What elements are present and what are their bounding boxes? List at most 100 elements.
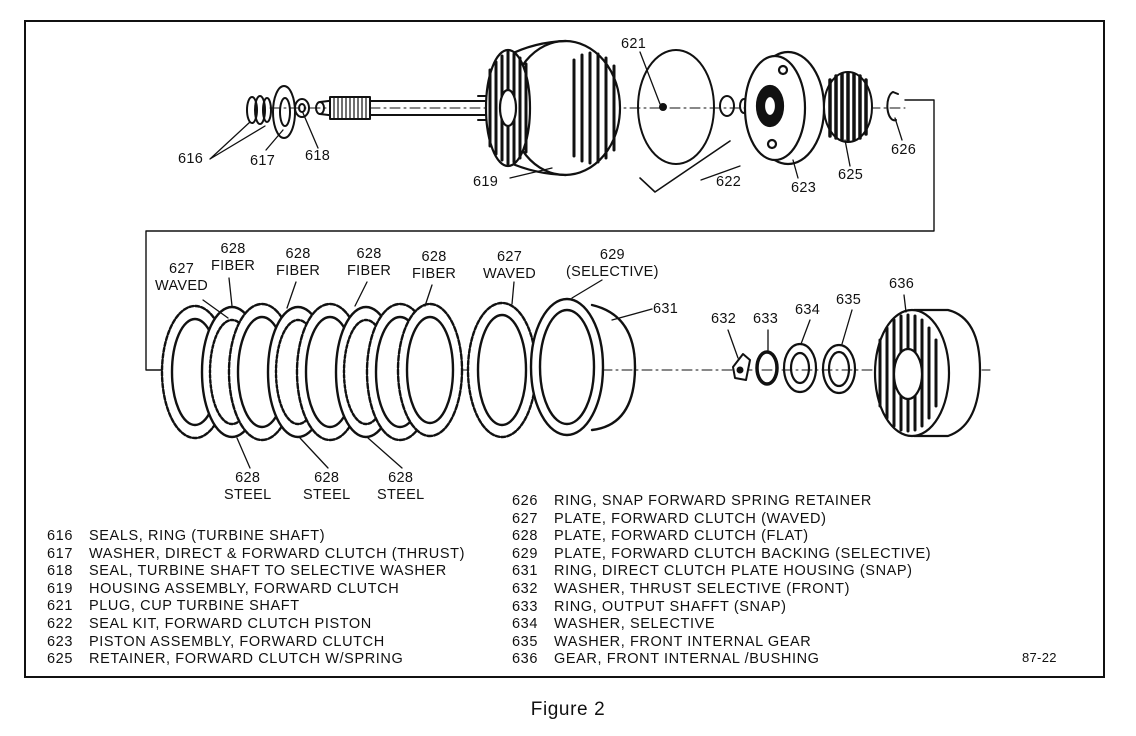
- part-633-snap-ring: [755, 350, 779, 386]
- part-634-washer: [782, 342, 818, 394]
- legend-text: SEALS, RING (TURBINE SHAFT): [89, 528, 326, 544]
- part-632-washer: [732, 353, 751, 381]
- callout-number: 628: [285, 246, 311, 262]
- parts-legend-left: 616 SEALS, RING (TURBINE SHAFT) 617 WASHER…: [47, 528, 465, 669]
- callout-619: 619: [473, 174, 499, 190]
- part-616-seal-rings: [246, 95, 272, 125]
- callout-633: 633: [753, 311, 779, 327]
- legend-number: 628: [512, 528, 538, 545]
- part-618-seal: [294, 98, 310, 118]
- legend-number: 619: [47, 580, 73, 597]
- legend-text: RING, OUTPUT SHAFFT (SNAP): [554, 598, 787, 615]
- callout-628-steel-b: 628 STEEL: [303, 470, 350, 504]
- plate-629-backing: [529, 297, 605, 437]
- callout-word: STEEL: [377, 487, 425, 503]
- legend-number: 632: [512, 580, 538, 597]
- part-622-seal-kit: [637, 49, 749, 193]
- legend-number: 631: [512, 563, 538, 580]
- callout-word: FIBER: [211, 258, 256, 274]
- part-635-washer: [821, 343, 857, 395]
- callout-635: 635: [836, 292, 862, 308]
- legend-row: 633 RING, OUTPUT SHAFFT (SNAP): [512, 599, 931, 617]
- legend-text: WASHER, SELECTIVE: [554, 616, 716, 633]
- legend-row: 634 WASHER, SELECTIVE: [512, 616, 931, 634]
- legend-text: RING, DIRECT CLUTCH PLATE HOUSING (SNAP): [554, 563, 913, 580]
- part-617-thrust-washer: [272, 85, 296, 139]
- legend-text: PISTON ASSEMBLY, FORWARD CLUTCH: [89, 633, 385, 650]
- parts-legend-right: 626 RING, SNAP FORWARD SPRING RETAINER 62…: [512, 493, 931, 669]
- callout-621: 621: [621, 36, 647, 52]
- legend-number: 617: [47, 545, 73, 562]
- callout-631: 631: [653, 301, 679, 317]
- callout-number: 629: [599, 247, 625, 263]
- legend-number: 616: [47, 528, 73, 544]
- callout-number: 628: [356, 246, 382, 262]
- legend-row: 617 WASHER, DIRECT & FORWARD CLUTCH (THRU…: [47, 546, 465, 564]
- callout-628-fiber-d: 628 FIBER: [412, 249, 456, 283]
- legend-text: PLATE, FORWARD CLUTCH (FLAT): [554, 528, 809, 545]
- callout-number: 628: [314, 470, 340, 486]
- legend-number: 635: [512, 633, 538, 650]
- callout-word: FIBER: [347, 263, 392, 279]
- callout-622: 622: [716, 174, 742, 190]
- lower-leaders: [202, 277, 907, 469]
- legend-number: 621: [47, 598, 73, 615]
- callout-word: STEEL: [224, 487, 272, 503]
- callout-634: 634: [795, 302, 821, 318]
- callout-628-fiber-c: 628 FIBER: [347, 246, 391, 280]
- legend-row: 626 RING, SNAP FORWARD SPRING RETAINER: [512, 493, 931, 511]
- callout-629-selective: 629 (SELECTIVE): [566, 247, 659, 281]
- legend-number: 634: [512, 616, 538, 633]
- legend-row: 616 SEALS, RING (TURBINE SHAFT): [47, 528, 465, 546]
- figure-frame: [24, 20, 1105, 678]
- callout-word: FIBER: [412, 266, 457, 282]
- legend-number: 623: [47, 633, 73, 650]
- callout-word: STEEL: [303, 487, 351, 503]
- callout-628-fiber-a: 628 FIBER: [211, 241, 255, 275]
- part-636-gear: [873, 308, 982, 438]
- legend-text: WASHER, DIRECT & FORWARD CLUTCH (THRUST): [89, 545, 466, 562]
- clutch-pack: [160, 297, 637, 442]
- callout-number: 628: [421, 249, 447, 265]
- callout-number: 628: [388, 470, 414, 486]
- callout-636: 636: [889, 276, 915, 292]
- legend-text: RETAINER, FORWARD CLUTCH W/SPRING: [89, 651, 404, 668]
- callout-625: 625: [838, 167, 864, 183]
- legend-row: 628 PLATE, FORWARD CLUTCH (FLAT): [512, 528, 931, 546]
- legend-text: SEAL, TURBINE SHAFT TO SELECTIVE WASHER: [89, 563, 447, 580]
- legend-row: 636 GEAR, FRONT INTERNAL /BUSHING: [512, 651, 931, 669]
- legend-number: 622: [47, 615, 73, 632]
- part-619-housing: [484, 39, 622, 177]
- legend-text: GEAR, FRONT INTERNAL /BUSHING: [554, 651, 820, 668]
- part-626-snap-ring: [886, 91, 899, 122]
- callout-number: 628: [220, 241, 246, 257]
- callout-623: 623: [791, 180, 817, 196]
- part-625-retainer: [823, 71, 873, 143]
- callout-628-fiber-b: 628 FIBER: [276, 246, 320, 280]
- callout-617: 617: [250, 153, 276, 169]
- legend-number: 633: [512, 598, 538, 615]
- callout-627-waved-a: 627 WAVED: [155, 261, 208, 295]
- ring-631: [590, 303, 637, 432]
- legend-row: 621 PLUG, CUP TURBINE SHAFT: [47, 598, 465, 616]
- callout-618: 618: [305, 148, 331, 164]
- callout-number: 628: [235, 470, 261, 486]
- legend-text: RING, SNAP FORWARD SPRING RETAINER: [554, 493, 872, 509]
- plate-627-waved-b: [466, 301, 538, 439]
- top-leaders: [209, 51, 903, 181]
- legend-text: PLATE, FORWARD CLUTCH (WAVED): [554, 510, 827, 527]
- callout-word: FIBER: [276, 263, 321, 279]
- legend-number: 629: [512, 545, 538, 562]
- part-621-plug: [659, 103, 667, 111]
- callout-number: 627: [168, 261, 195, 277]
- callout-word: (SELECTIVE): [566, 264, 659, 280]
- legend-text: PLUG, CUP TURBINE SHAFT: [89, 598, 300, 615]
- figure-code: 87-22: [1022, 650, 1057, 665]
- legend-number: 636: [512, 651, 538, 668]
- legend-number: 626: [512, 493, 538, 509]
